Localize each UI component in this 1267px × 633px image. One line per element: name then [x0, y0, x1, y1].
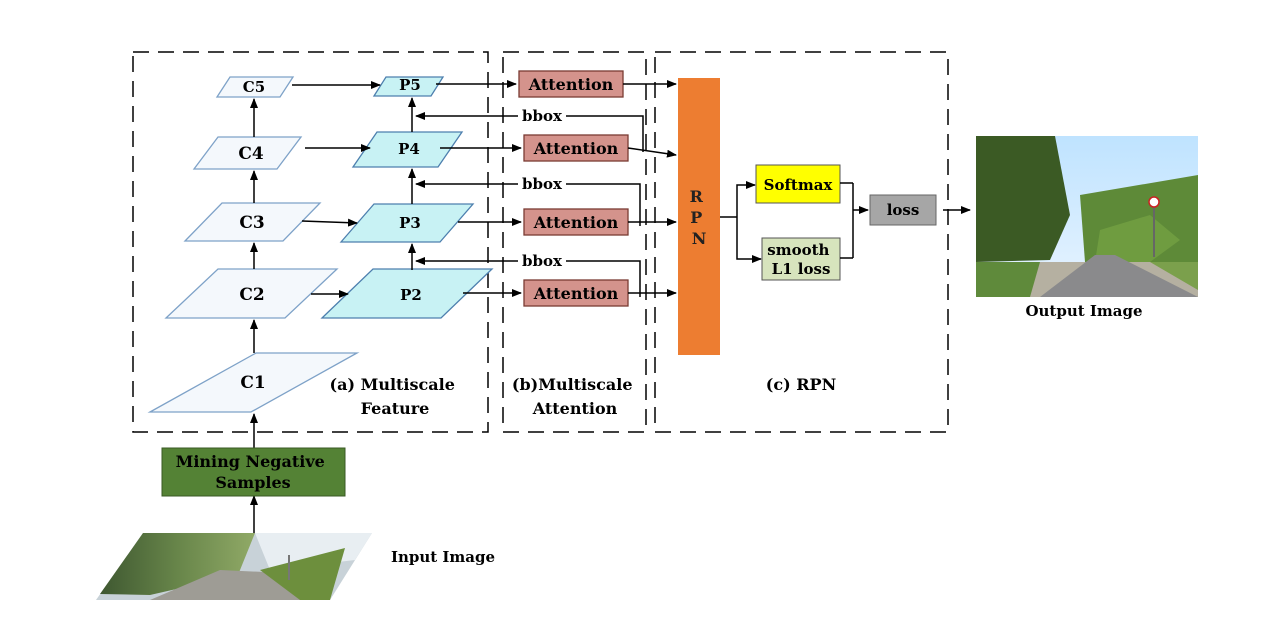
c5-layer [215, 76, 295, 98]
bbox-label-2: bbox [522, 175, 563, 193]
mining-line-1: Mining Negative [176, 452, 325, 471]
rpn-block [678, 78, 720, 355]
rpn-section-caption: (c) RPN [766, 375, 836, 394]
p5-label: P5 [399, 76, 421, 94]
multiscale-attention-caption-line-2: Attention [532, 399, 618, 418]
multiscale-feature-caption: (a) Multiscale Feature [330, 375, 461, 418]
c2-label: C2 [239, 285, 264, 305]
to-attention-arrows [436, 80, 522, 297]
multiscale-attention-caption: (b)Multiscale Attention [512, 375, 638, 418]
c1-label: C1 [240, 373, 265, 393]
attention-box-p3 [523, 208, 629, 236]
c2-layer [164, 268, 339, 319]
c3-layer [183, 202, 322, 242]
p4-layer [351, 131, 464, 168]
bbox-label-3: bbox [522, 252, 563, 270]
softmax-box [755, 164, 841, 204]
multiscale-feature-caption-line-1: (a) Multiscale [330, 375, 455, 394]
rpn-block-label-line: N [692, 229, 707, 248]
multiscale-feature-section [132, 51, 489, 433]
multiscale-attention-caption-line-1: (b)Multiscale [512, 375, 633, 394]
c4-layer [192, 136, 303, 170]
p4-label: P4 [398, 140, 420, 158]
loss-box [869, 194, 937, 226]
bbox-label-1: bbox [522, 107, 563, 125]
p3-layer [339, 203, 475, 243]
p2-layer [320, 268, 494, 319]
lateral-arrows [292, 81, 381, 298]
p2-label: P2 [400, 286, 422, 304]
output-caption: Output Image [1025, 302, 1142, 320]
rpn-block-label-line: R [690, 187, 704, 206]
rpn-block-label-line: P [690, 208, 702, 227]
output-image [976, 136, 1198, 297]
attention-label-p5: Attention [528, 75, 614, 94]
mining-label: Mining Negative Samples [176, 452, 331, 492]
input-caption: Input Image [391, 548, 495, 566]
smooth-l1-line-1: smooth [767, 241, 829, 259]
attention-label-p3: Attention [533, 213, 619, 232]
attention-label-p2: Attention [533, 284, 619, 303]
p3-label: P3 [399, 214, 421, 232]
multiscale-attention-section [502, 51, 647, 433]
to-rpn-arrows [623, 80, 677, 297]
c4-label: C4 [238, 144, 264, 164]
smooth-l1-line-2: L1 loss [772, 260, 831, 278]
p5-layer [372, 76, 445, 97]
bbox-feedback-lines [415, 112, 644, 297]
c1-layer [147, 352, 360, 413]
loss-merge-lines [840, 182, 869, 259]
input-image [96, 533, 372, 600]
mining-negative-samples-box [161, 447, 346, 497]
loss-label: loss [887, 201, 920, 219]
rpn-block-label: R P N [690, 187, 709, 248]
attention-box-p5 [518, 70, 624, 98]
smooth-l1-label: smooth L1 loss [767, 241, 834, 278]
rpn-section [654, 51, 949, 433]
multiscale-feature-caption-line-2: Feature [361, 399, 430, 418]
c3-label: C3 [239, 213, 264, 233]
smooth-l1-box [761, 237, 841, 281]
softmax-label: Softmax [764, 176, 834, 194]
attention-label-p4: Attention [533, 139, 619, 158]
c5-label: C5 [243, 78, 265, 96]
mining-line-2: Samples [215, 473, 290, 492]
rpn-branch-lines [720, 181, 762, 263]
